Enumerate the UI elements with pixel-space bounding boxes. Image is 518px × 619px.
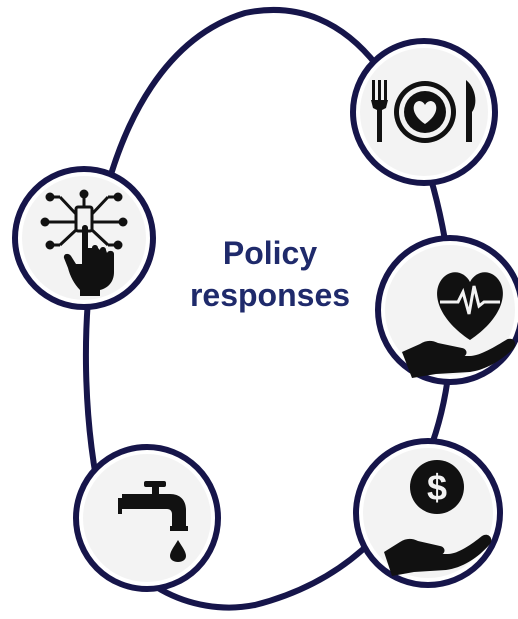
node-finance: $ [353, 438, 503, 588]
plate-fork-knife-heart-icon [371, 80, 476, 143]
dollar-in-hand-icon: $ [384, 460, 492, 576]
center-title: Policy responses [170, 232, 370, 316]
water-tap-icon [118, 481, 188, 562]
node-technology [12, 166, 156, 310]
node-water [73, 444, 221, 592]
svg-text:$: $ [427, 467, 447, 508]
heart-in-hand-icon [402, 272, 516, 378]
center-title-line1: Policy [222, 235, 318, 271]
center-title-line2: responses [189, 277, 351, 313]
node-health [375, 235, 518, 385]
node-food [350, 38, 498, 186]
